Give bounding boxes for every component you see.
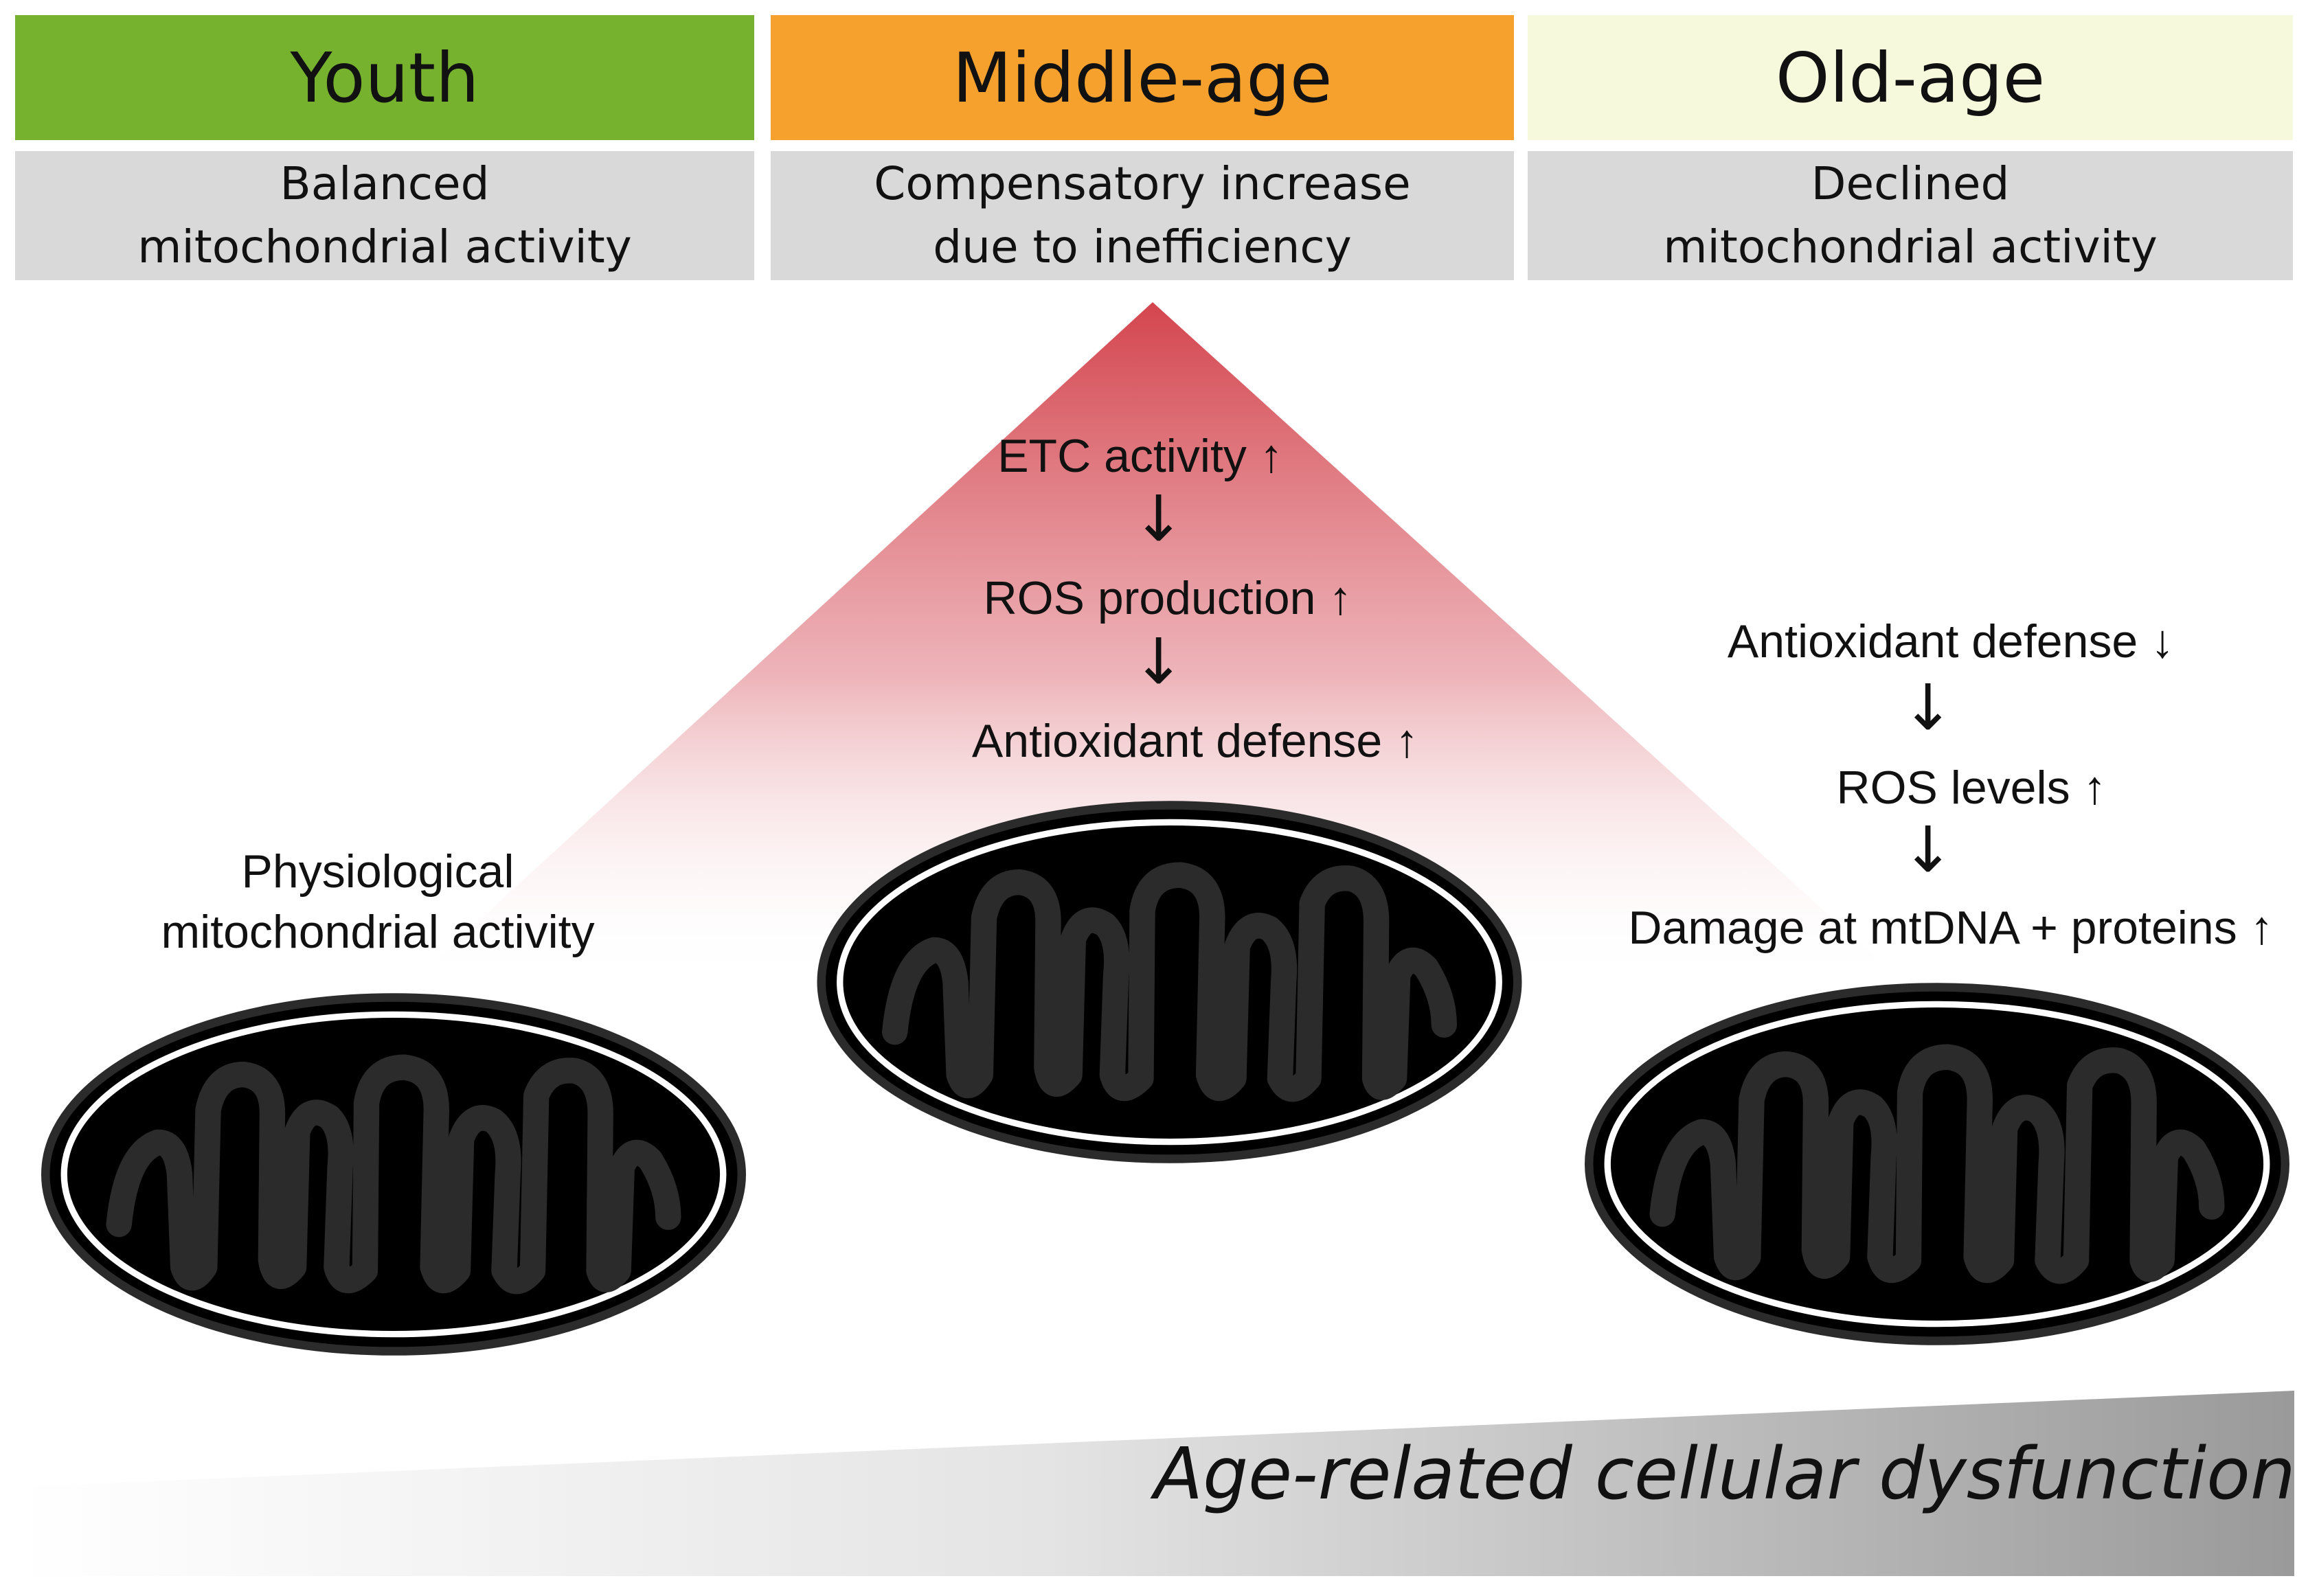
youth-label-line-1: Physiological [241, 845, 514, 898]
subtitle-old-age: Declined mitochondrial activity [1528, 151, 2293, 280]
mitochondrion-youth [45, 997, 742, 1351]
old-step-damage: Damage at mtDNA + proteins ↑ [1628, 902, 2274, 954]
dysfunction-gradient-wedge [21, 1391, 2294, 1576]
old-step-ros: ROS levels ↑ [1836, 762, 2107, 814]
dysfunction-label: Age-related cellular dysfunction [1154, 1432, 2296, 1516]
arrow-down-icon: ↓ [1901, 813, 1955, 887]
header-youth: Youth [15, 15, 754, 140]
compensation-triangle [412, 302, 1903, 982]
header-middle-age-title: Middle-age [952, 37, 1333, 118]
youth-label-line-2: mitochondrial activity [161, 906, 595, 958]
subtitle-middle-age-line-1: Compensatory increase [874, 157, 1411, 210]
header-youth-title: Youth [290, 37, 479, 118]
header-middle-age: Middle-age [771, 15, 1514, 140]
subtitle-youth-line-2: mitochondrial activity [137, 220, 632, 273]
middle-step-ros: ROS production ↑ [983, 572, 1353, 624]
arrow-down-icon: ↓ [1132, 482, 1186, 556]
subtitle-old-age-line-2: mitochondrial activity [1663, 220, 2158, 273]
subtitle-youth: Balanced mitochondrial activity [15, 151, 754, 280]
mitochondrion-middle-age [822, 805, 1518, 1159]
subtitle-middle-age: Compensatory increase due to inefficienc… [771, 151, 1514, 280]
arrow-down-icon: ↓ [1132, 625, 1186, 698]
header-old-age-title: Old-age [1775, 37, 2046, 118]
old-step-antioxidant: Antioxidant defense ↓ [1727, 615, 2175, 668]
header-old-age: Old-age [1528, 15, 2293, 140]
arrow-down-icon: ↓ [1901, 671, 1955, 744]
subtitle-middle-age-line-2: due to inefficiency [933, 220, 1352, 273]
mitochondrion-old-age [1589, 987, 2285, 1341]
subtitle-youth-line-1: Balanced [280, 157, 490, 210]
subtitle-old-age-line-1: Declined [1811, 157, 2010, 210]
middle-step-antioxidant: Antioxidant defense ↑ [971, 715, 1419, 767]
youth-label: Physiological mitochondrial activity [103, 841, 653, 962]
middle-step-etc: ETC activity ↑ [997, 430, 1283, 482]
